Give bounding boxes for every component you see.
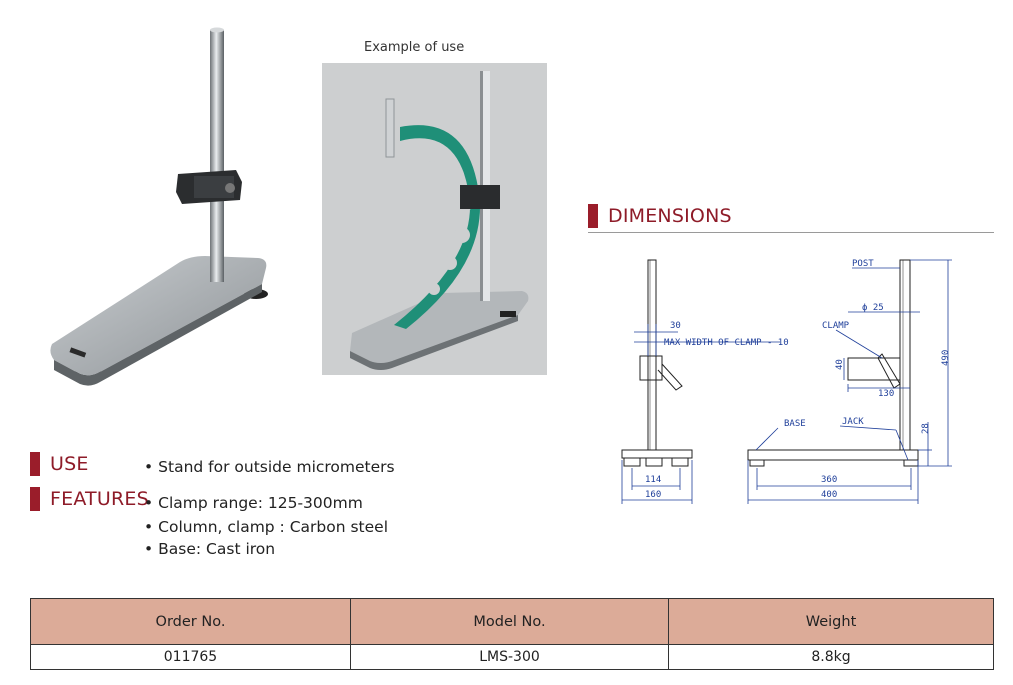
dim-114-label: 114 (645, 475, 661, 485)
feature-item: Clamp range: 125-300mm (144, 494, 363, 512)
spec-table: Order No. Model No. Weight 011765 LMS-30… (30, 598, 994, 670)
dimensions-heading: DIMENSIONS (588, 204, 994, 233)
features-title: FEATURES (50, 488, 149, 510)
dim-30-label: 30 (670, 321, 681, 331)
post-label: POST (852, 259, 874, 269)
table-header-row: Order No. Model No. Weight (30, 598, 994, 645)
features-heading: FEATURES (30, 487, 149, 511)
dim-max-width-label: MAX WIDTH OF CLAMP - 10 (664, 338, 789, 348)
section-marker (30, 452, 40, 476)
photo-caption: Example of use (364, 40, 465, 55)
cell-weight: 8.8kg (668, 644, 994, 670)
dim-490-label: 490 (941, 350, 951, 366)
header-order-no: Order No. (30, 598, 351, 645)
dim-160-label: 160 (645, 490, 661, 500)
jack-label: JACK (842, 417, 864, 427)
dim-40-label: 40 (835, 359, 845, 370)
use-heading: USE (30, 452, 89, 476)
dim-28-label: 28 (921, 423, 931, 434)
cell-order-no: 011765 (30, 644, 351, 670)
dim-130-label: 130 (878, 389, 894, 399)
post-diameter-label: ϕ 25 (862, 303, 884, 313)
header-model-no: Model No. (350, 598, 669, 645)
section-marker (30, 487, 40, 511)
example-of-use-photo (322, 63, 547, 375)
feature-item: Column, clamp : Carbon steel (144, 518, 388, 536)
dim-360-label: 360 (821, 475, 837, 485)
section-marker (588, 204, 598, 228)
stand-product-photo (50, 27, 268, 386)
dimensions-title: DIMENSIONS (608, 205, 732, 227)
header-weight: Weight (668, 598, 994, 645)
table-row: 011765 LMS-300 8.8kg (30, 644, 994, 670)
base-label: BASE (784, 419, 806, 429)
dimension-drawing: 30 MAX WIDTH OF CLAMP - 10 POST ϕ 25 CLA… (621, 259, 952, 504)
use-item: Stand for outside micrometers (144, 458, 394, 476)
use-title: USE (50, 453, 89, 475)
dim-400-label: 400 (821, 490, 837, 500)
feature-item: Base: Cast iron (144, 540, 275, 558)
clamp-label: CLAMP (822, 321, 850, 331)
cell-model-no: LMS-300 (350, 644, 669, 670)
